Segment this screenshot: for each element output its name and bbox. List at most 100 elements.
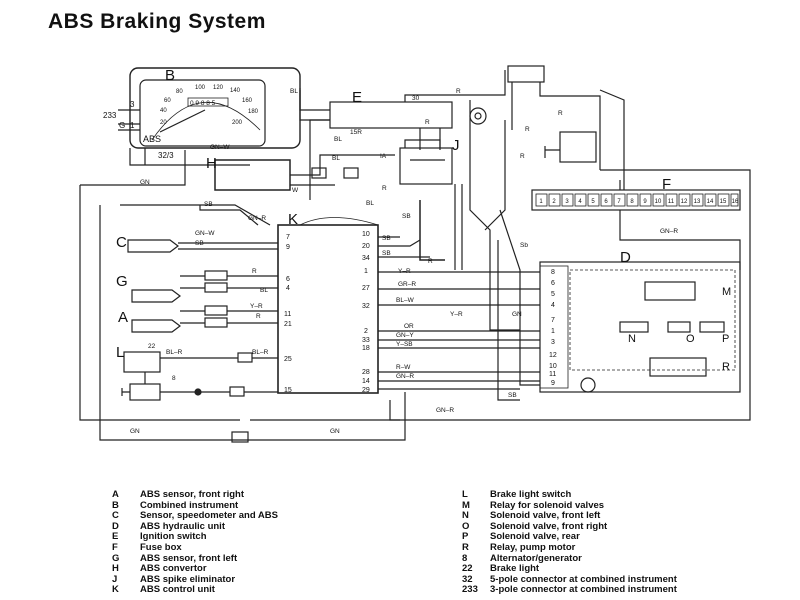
label-f: F bbox=[662, 176, 671, 193]
svg-text:OR: OR bbox=[404, 323, 414, 330]
label-b: B bbox=[165, 67, 175, 84]
control-unit-pins-left: 7 9 6 4 11 21 25 15 bbox=[284, 234, 292, 394]
brake-light-bulb bbox=[129, 383, 161, 401]
svg-text:R: R bbox=[428, 258, 433, 265]
valve-p bbox=[699, 321, 725, 333]
svg-text:20: 20 bbox=[362, 243, 370, 250]
svg-text:14: 14 bbox=[362, 378, 370, 385]
svg-text:9: 9 bbox=[643, 199, 647, 205]
svg-text:2: 2 bbox=[364, 328, 368, 335]
pump-relay bbox=[649, 357, 707, 377]
svg-text:7: 7 bbox=[551, 317, 555, 324]
svg-text:1: 1 bbox=[539, 199, 543, 205]
svg-text:120: 120 bbox=[213, 85, 224, 91]
svg-text:BL: BL bbox=[290, 88, 298, 95]
svg-text:ABS: ABS bbox=[143, 134, 161, 144]
svg-text:R: R bbox=[456, 88, 461, 95]
svg-text:SB: SB bbox=[195, 240, 204, 247]
fuse-cells bbox=[535, 193, 739, 207]
svg-text:5: 5 bbox=[591, 199, 595, 205]
svg-text:11: 11 bbox=[284, 311, 291, 318]
svg-text:0 9 8 8 5: 0 9 8 8 5 bbox=[190, 100, 216, 107]
svg-text:33: 33 bbox=[362, 337, 370, 344]
svg-text:R: R bbox=[252, 268, 257, 275]
svg-text:10: 10 bbox=[655, 199, 662, 205]
svg-text:R–W: R–W bbox=[396, 364, 411, 371]
pump-motor bbox=[580, 377, 596, 393]
svg-text:SB: SB bbox=[382, 250, 391, 257]
spike-eliminator-box bbox=[399, 147, 453, 185]
svg-text:32: 32 bbox=[362, 303, 370, 310]
svg-text:GN: GN bbox=[330, 428, 340, 435]
svg-text:6: 6 bbox=[551, 280, 555, 287]
label-h: H bbox=[206, 155, 217, 172]
label-n: N bbox=[628, 333, 636, 345]
svg-text:R: R bbox=[256, 313, 261, 320]
svg-text:80: 80 bbox=[176, 89, 183, 95]
svg-text:28: 28 bbox=[362, 369, 370, 376]
svg-text:W: W bbox=[292, 187, 299, 194]
fuse-box bbox=[531, 189, 741, 211]
svg-text:R: R bbox=[558, 110, 563, 117]
svg-text:60: 60 bbox=[164, 98, 171, 104]
label-c: C bbox=[116, 234, 127, 251]
sensor-g bbox=[131, 289, 181, 303]
svg-text:18: 18 bbox=[362, 345, 370, 352]
wire-labels: BL GN–W GN BL BL 30 R R R R 15R IA W SB … bbox=[130, 88, 678, 435]
svg-text:3: 3 bbox=[565, 199, 569, 205]
valve-o bbox=[667, 321, 691, 333]
svg-text:20: 20 bbox=[160, 120, 167, 126]
valve-n bbox=[619, 321, 649, 333]
svg-text:SB: SB bbox=[508, 392, 517, 399]
svg-text:3: 3 bbox=[551, 339, 555, 346]
svg-text:160: 160 bbox=[242, 98, 253, 104]
svg-text:Y–R: Y–R bbox=[250, 303, 263, 310]
svg-text:GR–R: GR–R bbox=[398, 281, 416, 288]
hydraulic-unit-pins: 8 6 5 4 7 1 3 12 10 11 9 bbox=[549, 269, 557, 387]
svg-text:G: G bbox=[119, 121, 125, 130]
svg-text:200: 200 bbox=[232, 120, 243, 126]
label-e: E bbox=[352, 89, 362, 106]
svg-text:6: 6 bbox=[604, 199, 608, 205]
svg-text:R: R bbox=[525, 126, 530, 133]
svg-text:2: 2 bbox=[552, 199, 556, 205]
svg-text:BL: BL bbox=[334, 136, 342, 143]
svg-text:32/3: 32/3 bbox=[158, 151, 174, 160]
svg-text:SB: SB bbox=[382, 235, 391, 242]
label-d: D bbox=[620, 249, 631, 266]
svg-text:SB: SB bbox=[402, 213, 411, 220]
svg-text:100: 100 bbox=[195, 85, 206, 91]
svg-text:BL: BL bbox=[366, 200, 374, 207]
label-p: P bbox=[722, 333, 729, 345]
svg-text:1: 1 bbox=[551, 328, 555, 335]
svg-text:IA: IA bbox=[380, 153, 387, 160]
svg-text:BL–W: BL–W bbox=[396, 297, 415, 304]
hydraulic-connector bbox=[539, 265, 569, 389]
svg-text:7: 7 bbox=[617, 199, 621, 205]
solenoid-relay bbox=[644, 281, 696, 301]
svg-text:GN: GN bbox=[512, 311, 522, 318]
svg-text:4: 4 bbox=[578, 199, 582, 205]
svg-text:R: R bbox=[425, 119, 430, 126]
svg-text:9: 9 bbox=[286, 244, 290, 251]
sensor-a bbox=[131, 319, 181, 333]
svg-text:BL: BL bbox=[260, 287, 268, 294]
svg-text:GN–R: GN–R bbox=[396, 373, 414, 380]
svg-text:233: 233 bbox=[103, 111, 117, 120]
svg-text:SB: SB bbox=[204, 201, 213, 208]
brake-light-switch bbox=[123, 351, 161, 373]
svg-text:1: 1 bbox=[364, 268, 368, 275]
svg-text:BL–R: BL–R bbox=[252, 349, 269, 356]
